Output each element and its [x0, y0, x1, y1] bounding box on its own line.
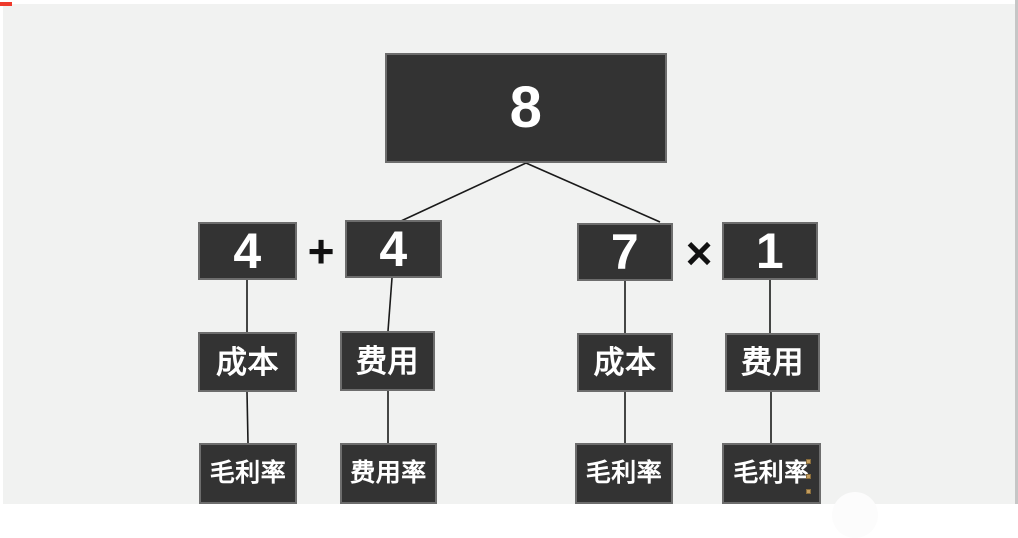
- node-gross-margin-3[interactable]: 毛利率: [722, 443, 821, 504]
- node-expense-left-label: 费用: [356, 343, 419, 379]
- node-cost-left-label: 成本: [216, 344, 279, 380]
- node-expense-ratio[interactable]: 费用率: [340, 443, 437, 504]
- node-level2-0[interactable]: 4: [198, 222, 297, 280]
- red-mark: [0, 2, 12, 6]
- node-gross-margin-1-label: 毛利率: [209, 459, 287, 487]
- plus-operator: +: [307, 225, 335, 277]
- node-gross-margin-1[interactable]: 毛利率: [199, 443, 297, 504]
- node-level2-3[interactable]: 1: [722, 222, 818, 280]
- node-expense-ratio-label: 费用率: [350, 459, 427, 487]
- node-expense-left[interactable]: 费用: [340, 331, 435, 391]
- node-level2-2-label: 7: [610, 224, 640, 280]
- node-expense-right-label: 费用: [741, 345, 804, 380]
- node-cost-right[interactable]: 成本: [577, 333, 673, 392]
- selection-handle-bottom[interactable]: [806, 489, 811, 494]
- node-level2-0-label: 4: [233, 223, 262, 279]
- node-gross-margin-2[interactable]: 毛利率: [575, 443, 673, 504]
- node-root[interactable]: 8: [385, 53, 667, 163]
- node-gross-margin-3-label: 毛利率: [733, 459, 810, 487]
- right-edge-line: [1015, 0, 1018, 504]
- selection-handle-middle[interactable]: [806, 474, 811, 479]
- node-root-label: 8: [509, 75, 543, 140]
- multiply-operator: ×: [685, 227, 713, 279]
- node-expense-right[interactable]: 费用: [725, 333, 820, 392]
- node-level2-1[interactable]: 4: [345, 220, 442, 278]
- node-level2-1-label: 4: [379, 221, 408, 277]
- node-cost-right-label: 成本: [593, 345, 657, 380]
- node-gross-margin-2-label: 毛利率: [585, 459, 663, 487]
- node-level2-3-label: 1: [755, 223, 785, 279]
- selection-handle-top[interactable]: [806, 459, 811, 464]
- corner-circle: [832, 492, 878, 538]
- node-cost-left[interactable]: 成本: [198, 332, 297, 392]
- node-level2-2[interactable]: 7: [577, 223, 673, 281]
